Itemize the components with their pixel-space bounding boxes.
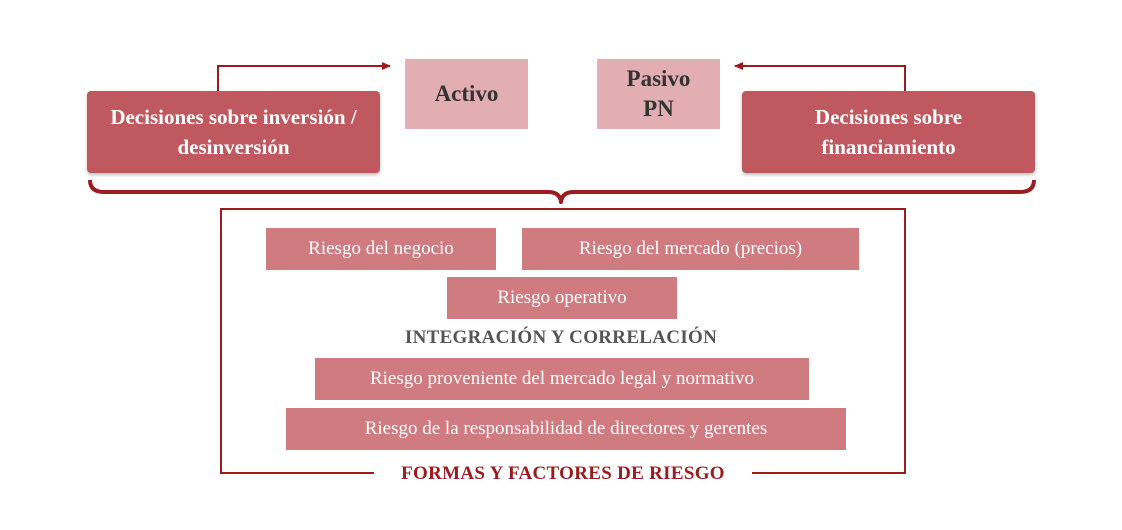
footer-label: FORMAS Y FACTORES DE RIESGO (374, 461, 752, 487)
integration-heading: INTEGRACIÓN Y CORRELACIÓN (404, 327, 718, 348)
investment-decisions-label: Decisiones sobre inversión / desinversió… (110, 105, 357, 159)
risk-frame (220, 208, 906, 474)
arrow-to-pasivo (734, 62, 906, 91)
activo-label: Activo (434, 81, 499, 106)
risk-mercado-box: Riesgo del mercado (precios) (522, 228, 859, 270)
pn-label: PN (643, 96, 674, 121)
risk-negocio-label: Riesgo del negocio (308, 238, 454, 259)
investment-decisions-box: Decisiones sobre inversión / desinversió… (87, 91, 380, 173)
arrow-to-activo (217, 62, 391, 91)
risk-responsabilidad-label: Riesgo de la responsabilidad de director… (364, 418, 768, 439)
financing-decisions-box: Decisiones sobre financiamiento (742, 91, 1035, 173)
risk-negocio-box: Riesgo del negocio (266, 228, 496, 270)
risk-operativo-box: Riesgo operativo (447, 277, 677, 319)
risk-responsabilidad-box: Riesgo de la responsabilidad de director… (286, 408, 846, 450)
risk-mercado-label: Riesgo del mercado (precios) (578, 238, 803, 259)
pasivo-label: Pasivo (626, 66, 691, 91)
pasivo-box: Pasivo PN (597, 59, 720, 129)
risk-legal-box: Riesgo proveniente del mercado legal y n… (315, 358, 809, 400)
activo-box: Activo (405, 59, 528, 129)
financing-decisions-label: Decisiones sobre financiamiento (814, 105, 963, 159)
risk-legal-label: Riesgo proveniente del mercado legal y n… (369, 368, 755, 389)
risk-operativo-label: Riesgo operativo (497, 287, 627, 308)
curly-brace (88, 179, 1036, 204)
